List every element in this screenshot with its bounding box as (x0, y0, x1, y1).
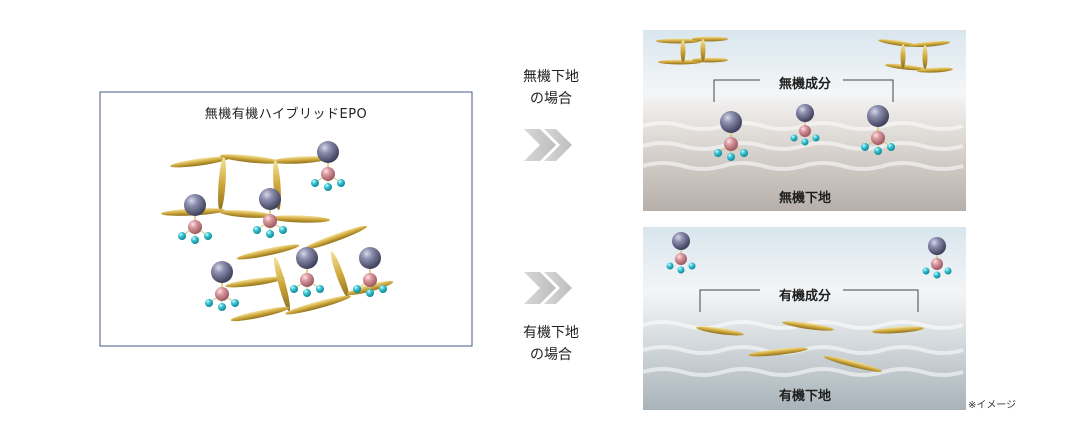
organic-rods (696, 321, 924, 372)
organic-case-caption: 有機下地 の場合 (491, 322, 611, 366)
hybrid-epo-title: 無機有機ハイブリッドEPO (204, 107, 368, 122)
organic-substrate-panel (643, 227, 966, 410)
image-note: ※イメージ (968, 400, 1017, 411)
hybrid-network-illustration (161, 140, 394, 322)
organic-caption-line2: の場合 (530, 347, 572, 363)
inorganic-caption-line2: の場合 (530, 91, 572, 107)
organic-component-label: 有機成分 (778, 289, 831, 304)
organic-caption-line1: 有機下地 (523, 325, 579, 341)
organic-substrate-label: 有機下地 (778, 389, 831, 404)
inorganic-caption-line1: 無機下地 (523, 69, 579, 85)
floating-organic-rods-top (656, 36, 953, 73)
inorganic-component-label: 無機成分 (778, 77, 831, 92)
arrow-to-inorganic (524, 129, 572, 161)
inorganic-component-bracket (713, 79, 894, 102)
inorganic-case-caption: 無機下地 の場合 (491, 66, 611, 110)
arrow-to-organic (524, 272, 572, 304)
organic-component-bracket (699, 289, 919, 312)
inorganic-substrate-label: 無機下地 (778, 191, 831, 206)
